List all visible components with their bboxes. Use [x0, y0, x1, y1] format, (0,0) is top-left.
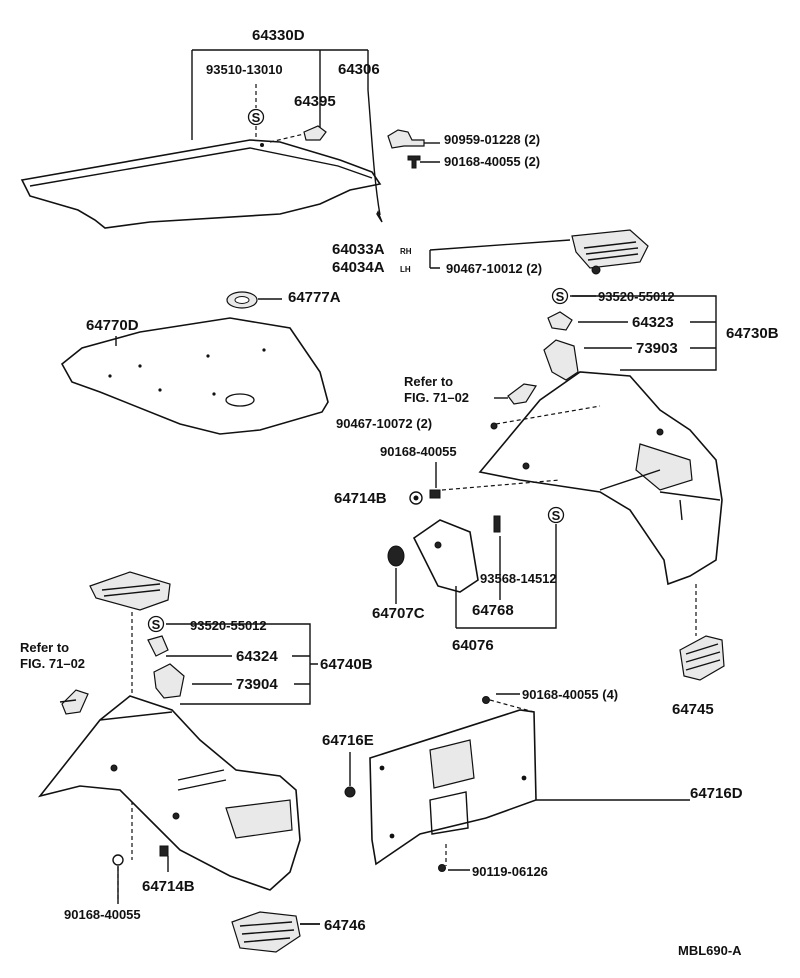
- floor-mat-64770D: [60, 317, 329, 435]
- label-64033A: 64033A: [332, 241, 385, 258]
- s-mark-1: S: [247, 108, 265, 126]
- label-93520-55012-right: 93520-55012: [598, 289, 675, 304]
- label-refer-right-2: FIG. 71–02: [404, 390, 469, 405]
- clip-64395: [269, 125, 327, 143]
- s-mark-label: S: [252, 110, 261, 125]
- package-tray: [20, 139, 382, 229]
- label-64323: 64323: [632, 314, 674, 331]
- diagram-code: MBL690-A: [678, 943, 742, 958]
- label-64730B: 64730B: [726, 325, 779, 342]
- label-73904: 73904: [236, 676, 278, 693]
- bracket-64740B: [166, 623, 318, 705]
- clip-64768: S: [493, 506, 565, 533]
- side-trim-right: [478, 371, 723, 586]
- nut-left: [112, 845, 169, 866]
- hook-90959: [387, 129, 440, 149]
- bracket-64033: [429, 239, 571, 269]
- s-mark-label: S: [152, 617, 161, 632]
- label-90959-01228: 90959-01228 (2): [444, 132, 540, 147]
- bracket-64330D: [191, 49, 369, 140]
- label-93510-13010: 93510-13010: [206, 62, 283, 77]
- label-64716E: 64716E: [322, 732, 374, 749]
- label-64034A-side: LH: [400, 265, 411, 274]
- label-64395: 64395: [294, 93, 336, 110]
- label-64770D: 64770D: [86, 317, 139, 334]
- clip-ref-right: [494, 383, 537, 405]
- rear-trim-64716D: [369, 709, 537, 866]
- label-64330D: 64330D: [252, 27, 305, 44]
- nut-64714B-right: [409, 489, 441, 505]
- label-64777A: 64777A: [288, 289, 341, 306]
- label-64746: 64746: [324, 917, 366, 934]
- label-90168-40055-right: 90168-40055: [380, 444, 457, 459]
- label-90168-40055-left: 90168-40055: [64, 907, 141, 922]
- vent-cover-64033A: [571, 229, 649, 275]
- label-90467-10012: 90467-10012 (2): [446, 261, 542, 276]
- bracket-73903: S: [543, 287, 579, 381]
- grommet-64777A: [226, 291, 282, 309]
- label-refer-left-2: FIG. 71–02: [20, 656, 85, 671]
- label-64714B-right: 64714B: [334, 490, 387, 507]
- label-64306: 64306: [338, 61, 380, 78]
- screw-90168-top: [407, 155, 440, 169]
- s-mark-label: S: [556, 289, 565, 304]
- label-73903: 73903: [636, 340, 678, 357]
- label-refer-right-1: Refer to: [404, 374, 453, 389]
- label-64707C: 64707C: [372, 605, 425, 622]
- label-64034A: 64034A: [332, 259, 385, 276]
- label-90168-40055-4: 90168-40055 (4): [522, 687, 618, 702]
- label-64716D: 64716D: [690, 785, 743, 802]
- vent-64746: [231, 911, 320, 953]
- label-64033A-side: RH: [400, 247, 412, 256]
- label-64768: 64768: [472, 602, 514, 619]
- label-90168-40055-2: 90168-40055 (2): [444, 154, 540, 169]
- label-90467-10072: 90467-10072 (2): [336, 416, 432, 431]
- label-93568-14512: 93568-14512: [480, 571, 557, 586]
- vent-cover-left: [89, 571, 171, 611]
- s-mark-label: S: [552, 508, 561, 523]
- bracket-64076: [395, 524, 557, 629]
- label-refer-left-1: Refer to: [20, 640, 69, 655]
- label-64714B-left: 64714B: [142, 878, 195, 895]
- label-64076: 64076: [452, 637, 494, 654]
- clip-ref-left: [61, 689, 89, 715]
- bracket-73904: S: [147, 615, 185, 699]
- bracket-64730B: [572, 295, 717, 371]
- label-93520-55012-left: 93520-55012: [190, 618, 267, 633]
- label-64745: 64745: [672, 701, 714, 718]
- label-64740B: 64740B: [320, 656, 373, 673]
- label-90119-06126: 90119-06126: [472, 864, 548, 879]
- label-64324: 64324: [236, 648, 278, 665]
- access-cover-64707C: [387, 519, 479, 593]
- side-trim-left: [37, 695, 301, 891]
- vent-64745: [679, 635, 725, 681]
